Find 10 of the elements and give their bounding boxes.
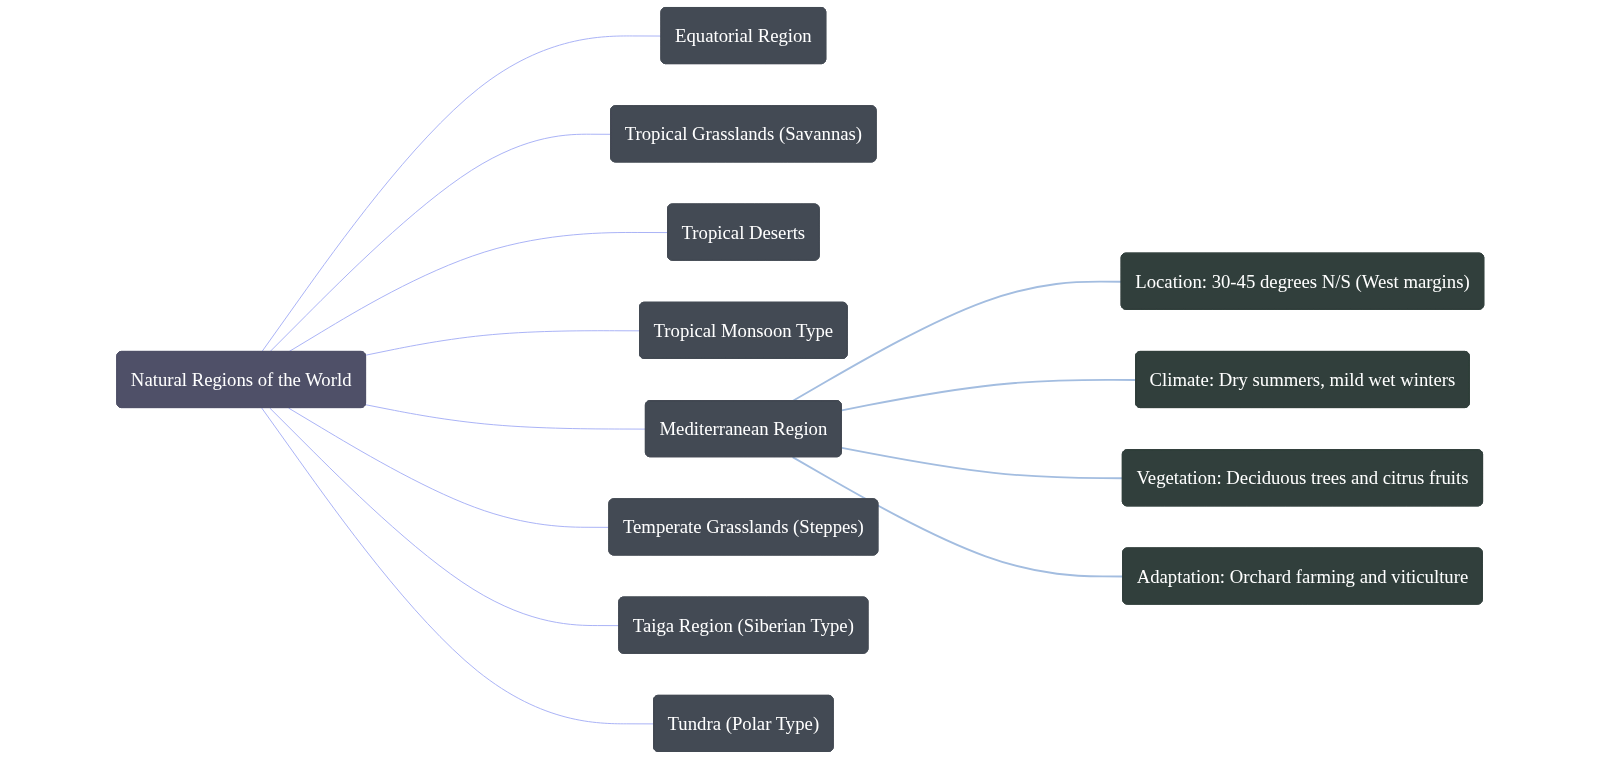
connector (269, 407, 620, 627)
connector (261, 407, 655, 725)
connector (791, 456, 1124, 578)
connector (840, 446, 1124, 480)
connector (261, 35, 662, 353)
connector (365, 330, 641, 356)
connector (840, 378, 1137, 412)
connector (287, 407, 610, 528)
connector (365, 404, 647, 430)
connector (269, 133, 612, 353)
